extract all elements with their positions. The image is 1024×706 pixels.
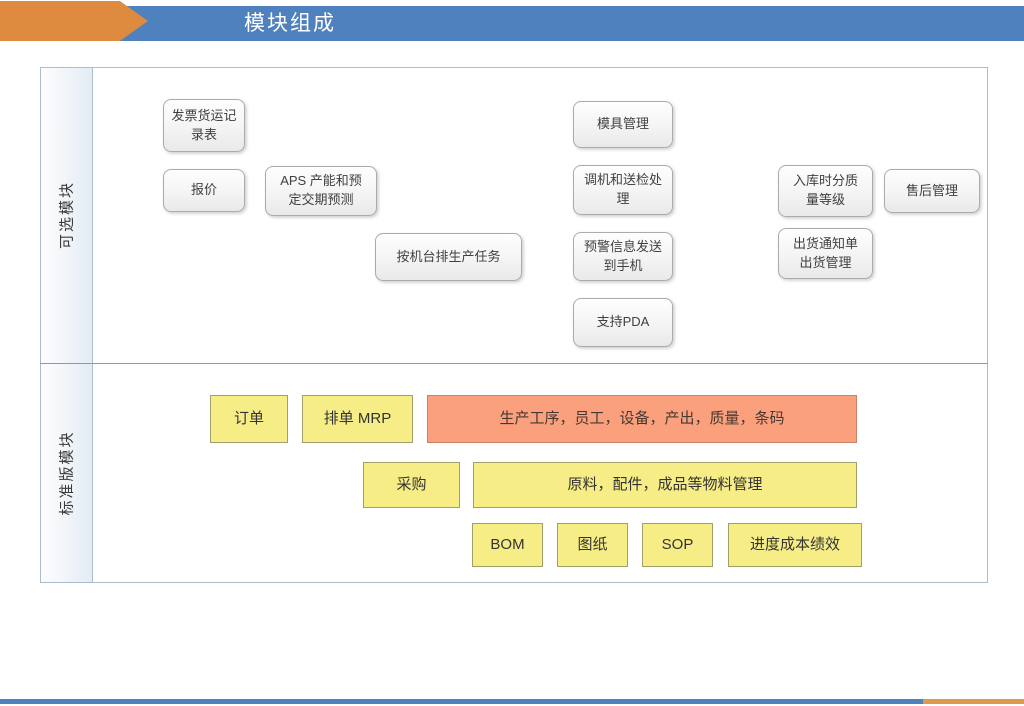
module-box: 入库时分质 量等级 <box>778 165 873 217</box>
module-box: 订单 <box>210 395 288 443</box>
section-label-standard-modules: 标准版模块 <box>58 430 76 516</box>
module-box: 出货通知单 出货管理 <box>778 228 873 279</box>
section-divider <box>40 363 988 364</box>
module-box: 生产工序，员工，设备，产出，质量，条码 <box>427 395 857 443</box>
module-box: 售后管理 <box>884 169 980 213</box>
module-box: BOM <box>472 523 543 567</box>
page-title: 模块组成 <box>244 12 336 35</box>
module-box: 模具管理 <box>573 101 673 148</box>
module-box: 采购 <box>363 462 460 508</box>
module-box: 支持PDA <box>573 298 673 347</box>
module-box: 原料，配件，成品等物料管理 <box>473 462 857 508</box>
module-box: SOP <box>642 523 713 567</box>
header-arrow-decoration <box>0 1 148 41</box>
module-box: 进度成本绩效 <box>728 523 862 567</box>
module-box: APS 产能和预 定交期预测 <box>265 166 377 216</box>
section-label-strip <box>40 67 93 583</box>
module-box: 发票货运记 录表 <box>163 99 245 152</box>
module-box: 图纸 <box>557 523 628 567</box>
module-box: 调机和送检处 理 <box>573 165 673 215</box>
module-box: 按机台排生产任务 <box>375 233 522 281</box>
header-title-bar <box>0 6 1024 41</box>
module-box: 报价 <box>163 169 245 212</box>
module-box: 排单 MRP <box>302 395 413 443</box>
footer-accent-bar-orange <box>923 699 1024 704</box>
footer-accent-bar-blue <box>0 699 923 704</box>
section-label-optional-modules: 可选模块 <box>58 180 76 250</box>
module-box: 预警信息发送 到手机 <box>573 232 673 281</box>
